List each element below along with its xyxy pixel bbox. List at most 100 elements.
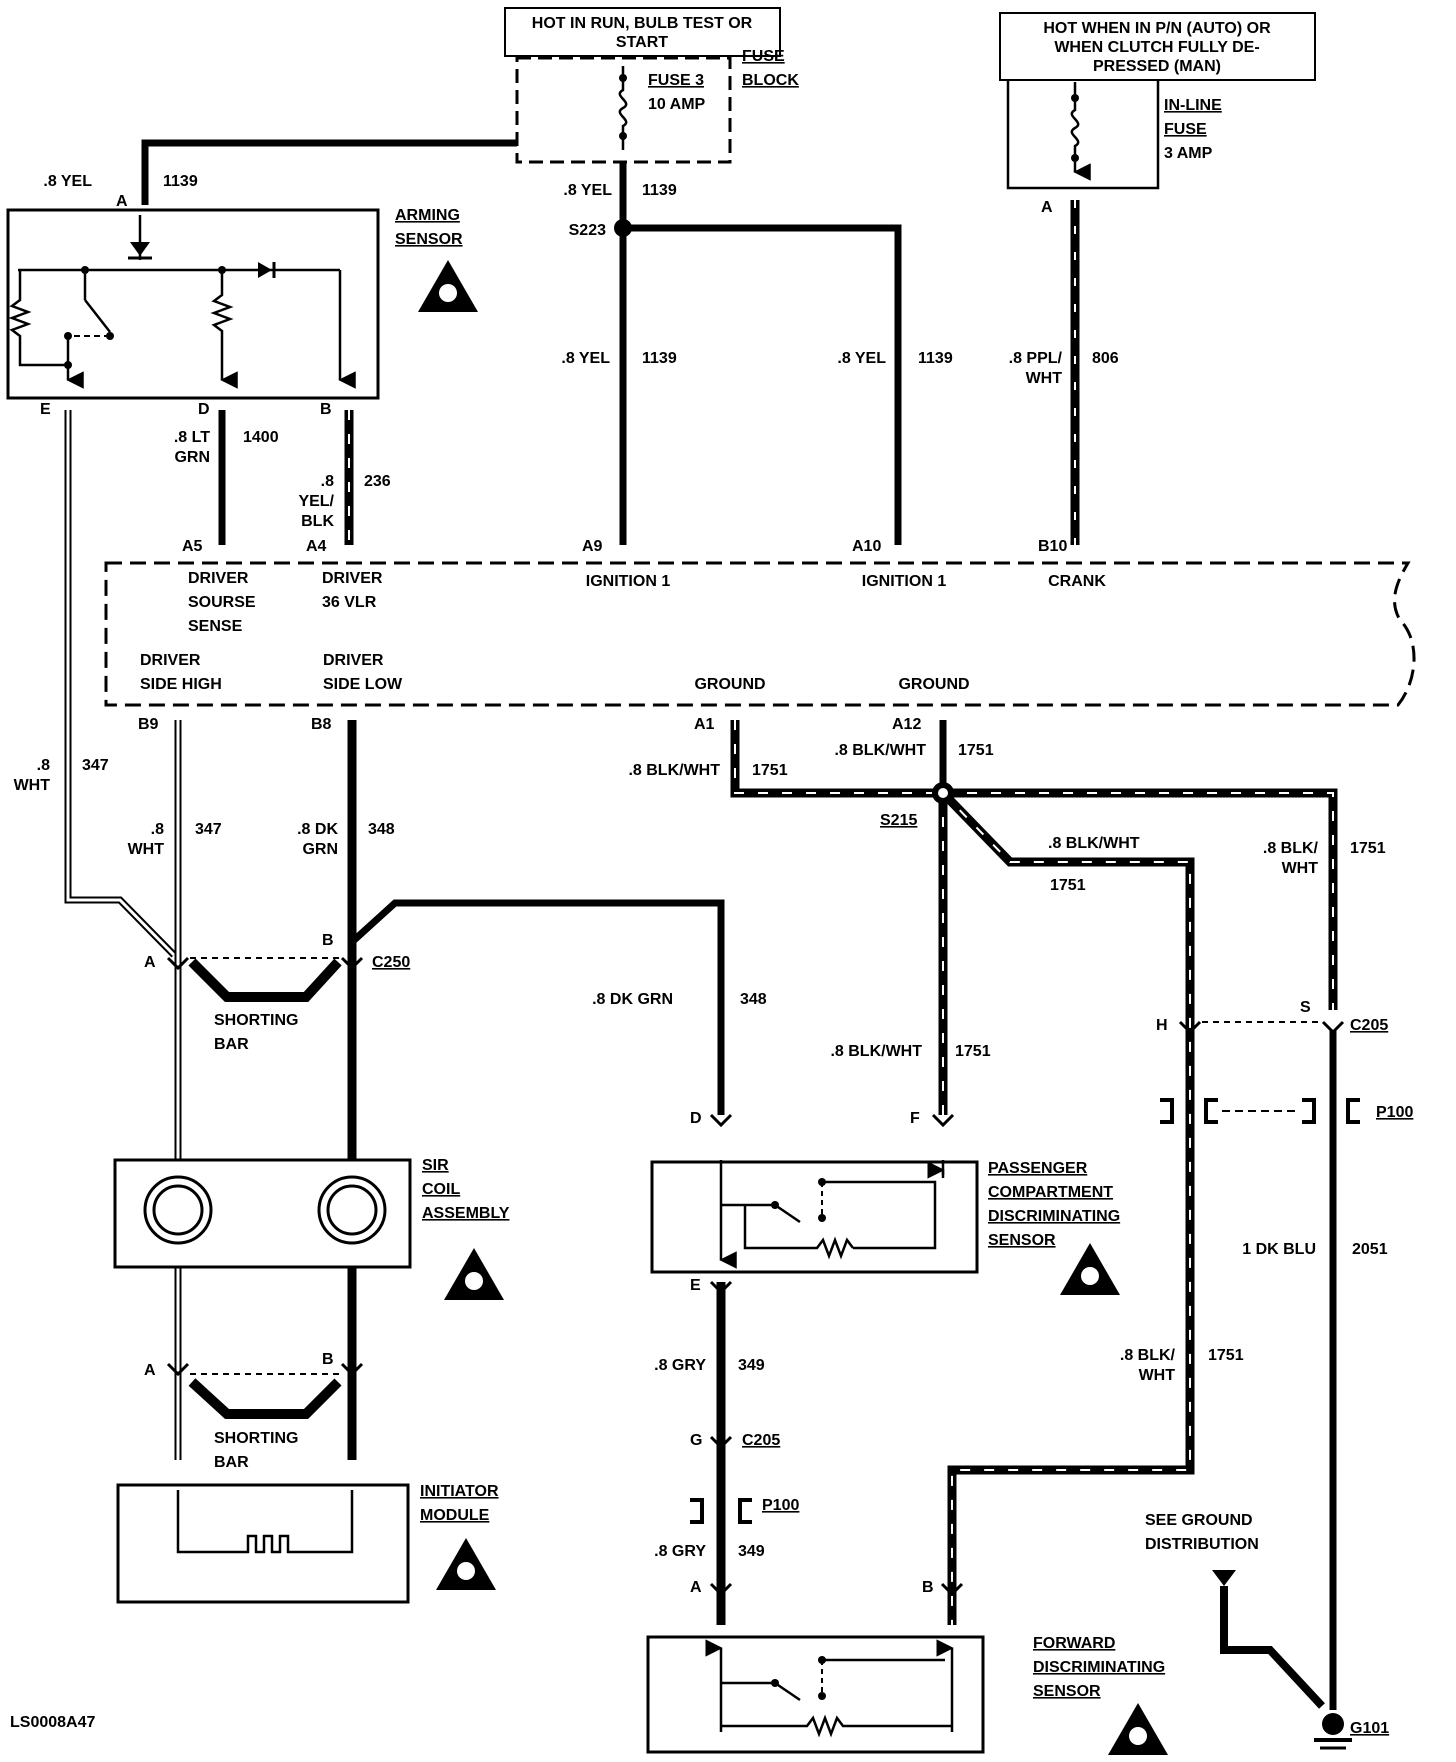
pin-b-forward: B — [922, 1579, 934, 1596]
label-8ppl: .8 PPL/ — [1009, 350, 1063, 367]
inline-fuse-holder — [1006, 76, 1160, 190]
splice-s215-label: S215 — [880, 812, 917, 829]
forward-sensor-label-2: DISCRIMINATING — [1033, 1659, 1165, 1676]
fuse-3-name: FUSE 3 — [648, 72, 704, 89]
pin-a1: A1 — [694, 716, 715, 733]
mod-ignition1-a9: IGNITION 1 — [586, 573, 671, 590]
inline-fuse-label-1: IN-LINE — [1164, 97, 1222, 114]
passenger-sensor-label-4: SENSOR — [988, 1232, 1056, 1249]
label-1751-s: 1751 — [1350, 840, 1386, 857]
forward-sensor-label-3: SENSOR — [1033, 1683, 1101, 1700]
see-ground-1: SEE GROUND — [1145, 1512, 1253, 1529]
pin-a9: A9 — [582, 538, 603, 555]
see-ground-2: DISTRIBUTION — [1145, 1536, 1259, 1553]
crank-label-box — [999, 12, 1316, 81]
label-wht-347: WHT — [128, 841, 165, 858]
mod-driver-3: DRIVER — [140, 652, 201, 669]
label-1400: 1400 — [243, 429, 279, 446]
shorting-bar-1 — [188, 958, 342, 1002]
pin-d-passenger: D — [690, 1110, 702, 1127]
pin-a-arming: A — [116, 193, 128, 210]
c205-label-bottom: C205 — [742, 1432, 780, 1449]
inline-fuse-symbol — [1070, 82, 1091, 181]
sir-coil-assembly: SIR COIL ASSEMBLY — [113, 1157, 510, 1300]
label-1139-a9: 1139 — [642, 350, 677, 367]
label-1751-forward: 1751 — [1208, 1347, 1244, 1364]
pin-a-initiator: A — [144, 1362, 156, 1379]
label-806: 806 — [1092, 350, 1119, 367]
label-347-left: 347 — [82, 757, 109, 774]
label-1139-fuse: 1139 — [642, 182, 677, 199]
label-349-lower: 349 — [738, 1543, 765, 1560]
sir-coil-label-1: SIR — [422, 1157, 449, 1174]
pin-a4: A4 — [306, 538, 327, 555]
p100-label-bottom: P100 — [762, 1497, 799, 1514]
mod-driver-4: DRIVER — [323, 652, 384, 669]
hot-in-run-line2: START — [616, 34, 668, 51]
label-8blkwht-a1: .8 BLK/WHT — [628, 762, 720, 779]
mod-side-high: SIDE HIGH — [140, 676, 222, 693]
pin-b10: B10 — [1038, 538, 1067, 555]
label-349-upper: 349 — [738, 1357, 765, 1374]
pin-d-arming: D — [198, 401, 210, 418]
splice-s223 — [614, 219, 632, 237]
label-blk-236: BLK — [301, 513, 334, 530]
sir-coil-label-2: COIL — [422, 1181, 460, 1198]
label-8lt: .8 LT — [174, 429, 210, 446]
pin-b-c250: B — [322, 932, 334, 949]
sir-warning-icon — [1108, 1703, 1168, 1755]
arming-sensor-label-1: ARMING — [395, 207, 460, 224]
sir-warning-icon — [444, 1248, 504, 1300]
pin-b9: B9 — [138, 716, 159, 733]
forward-sensor-label-1: FORWARD — [1033, 1635, 1115, 1652]
passenger-compartment-sensor: D F PASSENGER COMPARTMENT DISCRIMINATING… — [650, 1110, 1120, 1295]
mod-ground-a12: GROUND — [898, 676, 969, 693]
arming-sensor-label-2: SENSOR — [395, 231, 463, 248]
c205-connector-bottom: G C205 — [690, 1432, 780, 1450]
initiator-label-2: MODULE — [420, 1507, 490, 1524]
mod-sense: SENSE — [188, 618, 243, 635]
label-8blk-forward: .8 BLK/ — [1120, 1347, 1176, 1364]
label-8-347-left: .8 — [37, 757, 50, 774]
p100-label-top: P100 — [1376, 1104, 1413, 1121]
pin-f-passenger: F — [910, 1110, 920, 1127]
g101-label: G101 — [1350, 1720, 1389, 1737]
shorting-bar-1-label-2: BAR — [214, 1036, 249, 1053]
label-1751-h: 1751 — [1050, 877, 1086, 894]
label-8blkwht-h: .8 BLK/WHT — [1048, 835, 1140, 852]
ground-g101: SEE GROUND DISTRIBUTION G101 — [1145, 1512, 1389, 1750]
label-yel-236: YEL/ — [298, 493, 334, 510]
mod-driver-1: DRIVER — [188, 570, 249, 587]
c205-label-top: C205 — [1350, 1017, 1388, 1034]
pin-g: G — [690, 1432, 702, 1449]
mod-36vlr: 36 VLR — [322, 594, 377, 611]
pin-a-forward: A — [690, 1579, 702, 1596]
passenger-sensor-label-2: COMPARTMENT — [988, 1184, 1113, 1201]
p100-connector-bottom: P100 — [690, 1497, 799, 1524]
pin-a-c250: A — [144, 954, 156, 971]
mod-sourse: SOURSE — [188, 594, 256, 611]
mod-driver-2: DRIVER — [322, 570, 383, 587]
mod-crank: CRANK — [1048, 573, 1106, 590]
label-8yel-fuse: .8 YEL — [563, 182, 612, 199]
crank-label-line1: HOT WHEN IN P/N (AUTO) OR — [1043, 20, 1271, 37]
label-2051: 2051 — [1352, 1241, 1388, 1258]
initiator-module: INITIATOR MODULE — [116, 1483, 499, 1604]
mod-side-low: SIDE LOW — [323, 676, 403, 693]
label-grn: GRN — [174, 449, 210, 466]
label-8dkgrn: .8 DK GRN — [592, 991, 673, 1008]
shorting-bar-2 — [188, 1378, 342, 1419]
pin-b-initiator: B — [322, 1351, 334, 1368]
p100-connector-top: P100 — [1160, 1098, 1413, 1124]
label-1139-top: 1139 — [163, 173, 198, 190]
label-8blkwht-f: .8 BLK/WHT — [830, 1043, 922, 1060]
inline-fuse-label-2: FUSE — [1164, 121, 1207, 138]
forward-discriminating-sensor: A B FORWARD DISCRIMINATING SENSOR — [646, 1579, 1168, 1755]
crank-source-group: HOT WHEN IN P/N (AUTO) OR WHEN CLUTCH FU… — [999, 12, 1316, 190]
label-1dkblu: 1 DK BLU — [1242, 1241, 1316, 1258]
label-348: 348 — [368, 821, 395, 838]
pin-h: H — [1156, 1017, 1168, 1034]
label-8yel-top: .8 YEL — [43, 173, 92, 190]
passenger-sensor-label-1: PASSENGER — [988, 1160, 1088, 1177]
arming-sensor: ARMING SENSOR — [6, 207, 478, 400]
